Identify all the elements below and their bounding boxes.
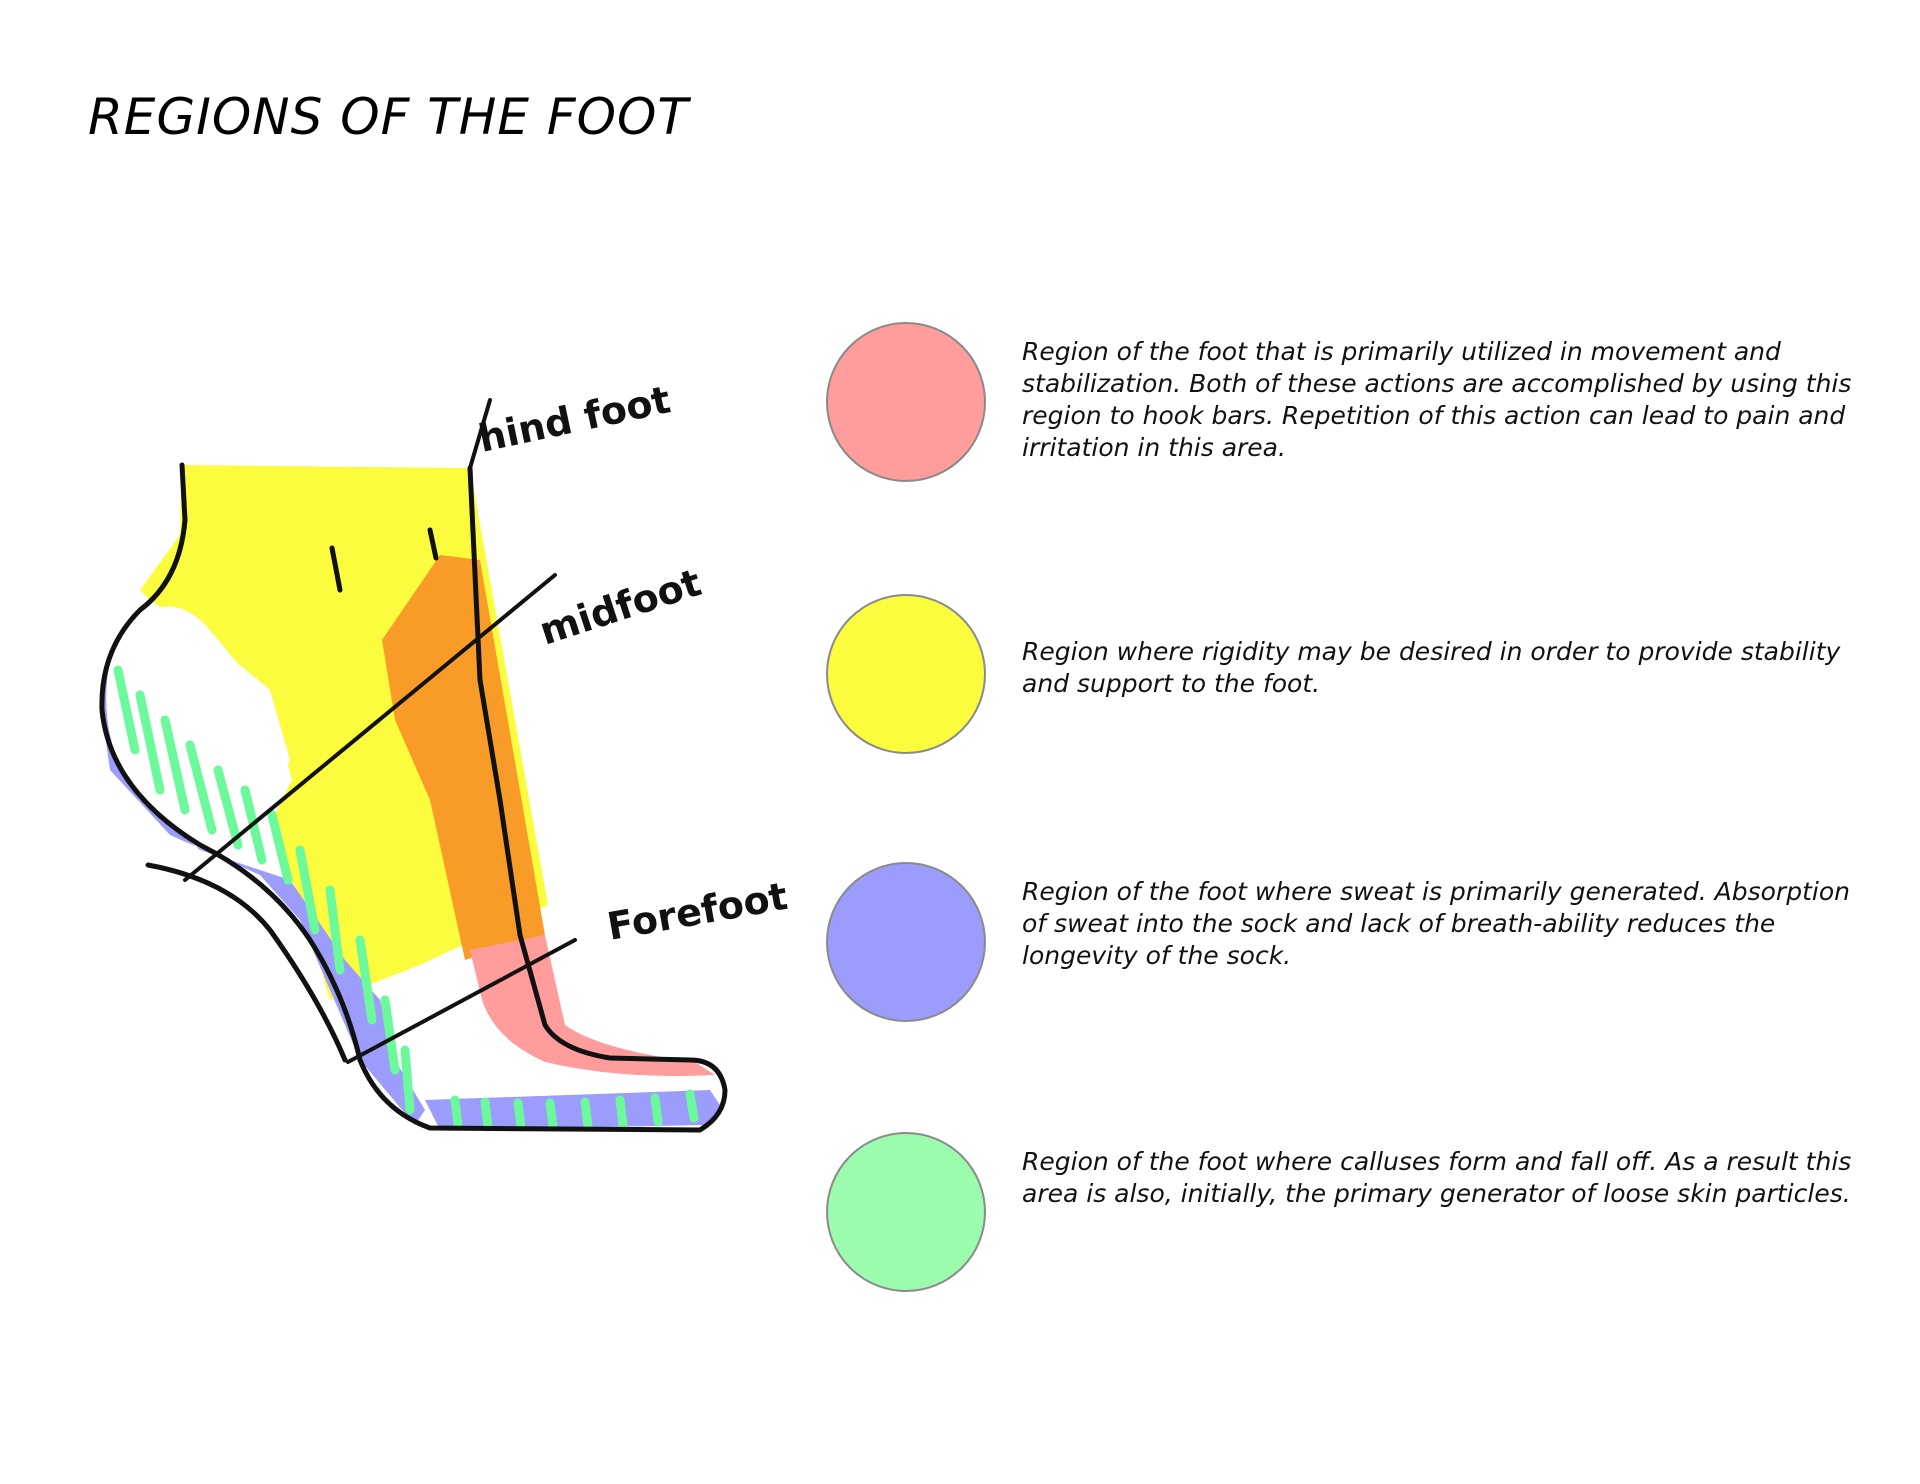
legend-item-yellow: Region where rigidity may be desired in … (826, 594, 1886, 764)
region-divider-lines (183, 398, 577, 1064)
legend-item-green: Region of the foot where calluses form a… (826, 1132, 1886, 1302)
page-title: REGIONS OF THE FOOT (88, 88, 689, 146)
region-purple-toe (425, 1090, 722, 1130)
hindfoot-divider (468, 398, 492, 470)
region-orange (382, 555, 545, 960)
legend-text-green: Region of the foot where calluses form a… (1022, 1147, 1852, 1208)
foot-diagram: hind foot midfoot Forefoot (99, 377, 790, 1133)
midfoot-divider (183, 573, 557, 882)
pink-swatch-circle (826, 322, 986, 482)
forefoot-divider (346, 938, 577, 1064)
legend-item-purple: Region of the foot where sweat is primar… (826, 862, 1886, 1032)
legend-text-yellow: Region where rigidity may be desired in … (1022, 637, 1841, 698)
callus-stripes (113, 665, 699, 1132)
foot-outline (99, 462, 728, 1133)
label-forefoot: Forefoot (604, 874, 790, 949)
legend-item-pink: Region of the foot that is primarily uti… (826, 322, 1886, 492)
green-swatch-circle (826, 1132, 986, 1292)
label-hindfoot: hind foot (475, 377, 674, 460)
heel-white-band (140, 606, 292, 840)
label-midfoot: midfoot (534, 560, 706, 653)
purple-swatch-circle (826, 862, 986, 1022)
legend-text-purple: Region of the foot where sweat is primar… (1022, 877, 1850, 970)
yellow-swatch-circle (826, 594, 986, 754)
legend-text-pink: Region of the foot that is primarily uti… (1022, 337, 1852, 462)
